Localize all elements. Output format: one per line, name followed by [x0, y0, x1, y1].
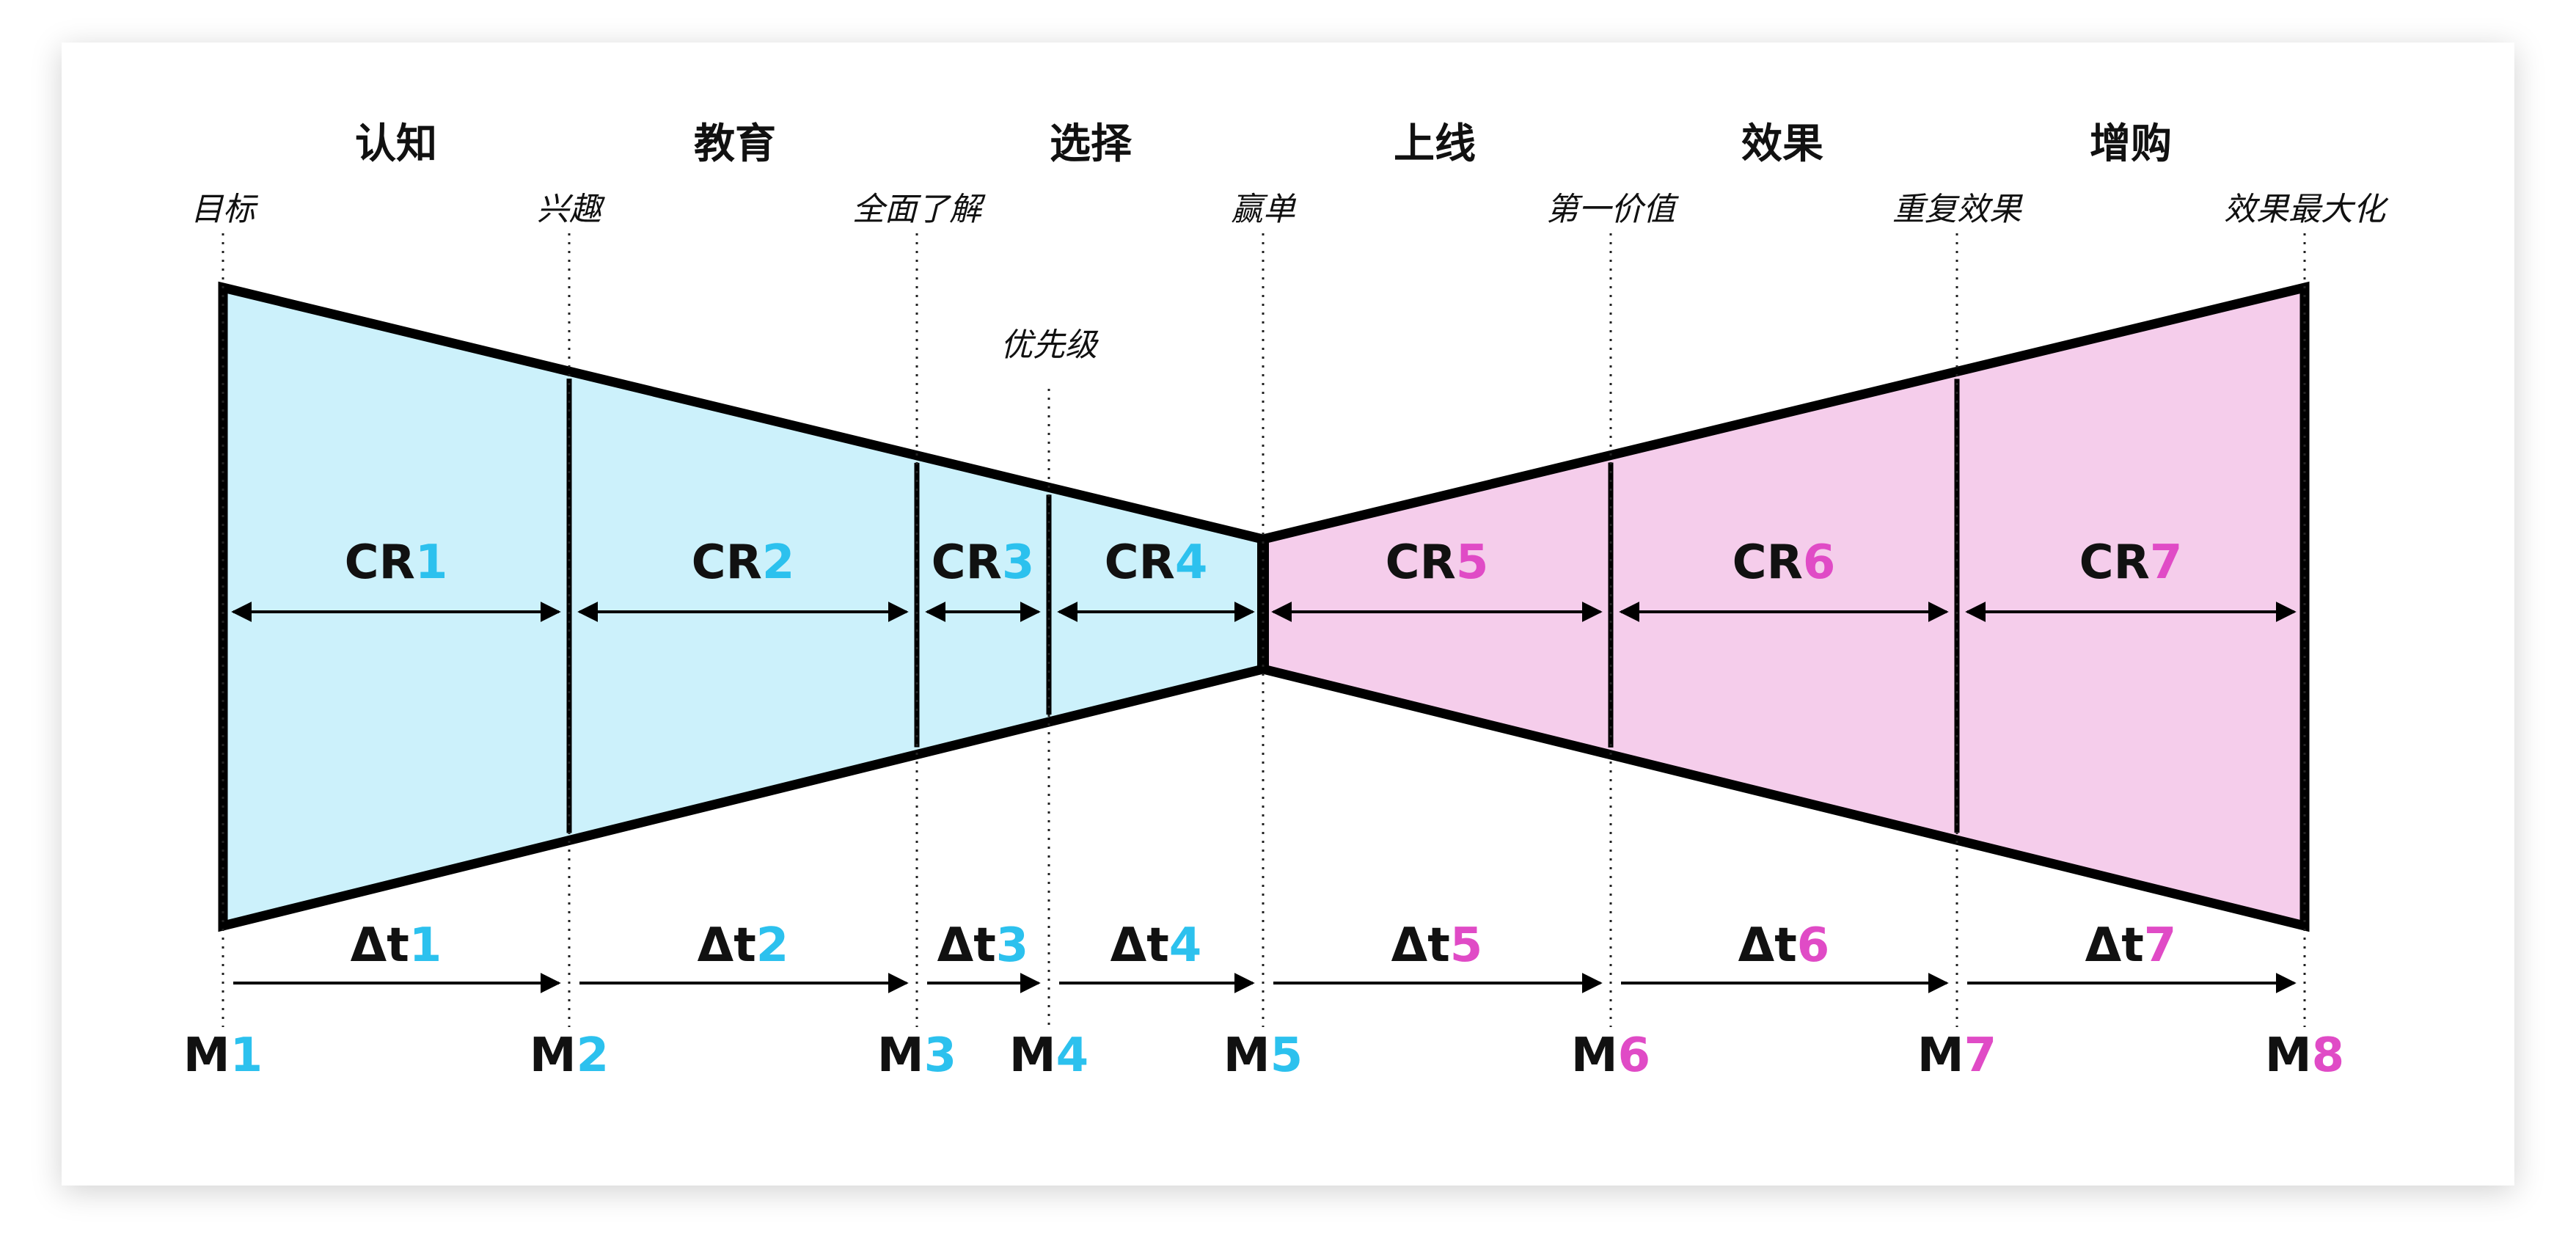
milestone-m-label: M2: [530, 1029, 609, 1083]
stage-label: 认知: [355, 120, 437, 168]
dt-prefix: Δt: [1391, 918, 1450, 973]
dt-label: Δt2: [698, 918, 789, 973]
cr-label: CR1: [345, 536, 448, 590]
stage-label: 上线: [1394, 120, 1476, 168]
dt-label: Δt6: [1738, 918, 1830, 973]
milestone-m-number: 6: [1618, 1029, 1651, 1083]
cr-prefix: CR: [1386, 536, 1456, 590]
dt-prefix: Δt: [1110, 918, 1169, 973]
stage-label: 选择: [1050, 120, 1133, 168]
milestone-m-prefix: M: [183, 1029, 230, 1083]
milestone-m-prefix: M: [877, 1029, 924, 1083]
milestone-label: 全面了解: [852, 191, 986, 228]
milestone-label: 第一价值: [1546, 191, 1679, 228]
cr-number: 7: [2150, 536, 2183, 590]
milestone-m-label: M6: [1571, 1029, 1650, 1083]
cr-prefix: CR: [692, 536, 762, 590]
milestone-label: 兴趣: [537, 191, 605, 228]
cr-number: 6: [1803, 536, 1836, 590]
cr-prefix: CR: [1732, 536, 1803, 590]
milestone-m-prefix: M: [530, 1029, 577, 1083]
milestone-m-prefix: M: [1917, 1029, 1964, 1083]
cr-prefix: CR: [932, 536, 1002, 590]
cr-label: CR2: [692, 536, 795, 590]
milestone-m-number: 8: [2312, 1029, 2345, 1083]
dt-number: 1: [409, 918, 442, 973]
milestone-m-number: 2: [577, 1029, 610, 1083]
dt-number: 4: [1169, 918, 1202, 973]
dt-label: Δt1: [351, 918, 442, 973]
milestone-label: 重复效果: [1892, 191, 2024, 228]
priority-label: 优先级: [1000, 326, 1099, 364]
stage-label: 效果: [1741, 120, 1823, 168]
milestone-m-number: 1: [230, 1029, 263, 1083]
left-funnel: [218, 281, 1268, 932]
milestone-m-number: 7: [1964, 1029, 1997, 1083]
milestone-m-number: 5: [1270, 1029, 1303, 1083]
cr-label: CR4: [1105, 536, 1208, 590]
milestone-m-prefix: M: [1223, 1029, 1270, 1083]
cr-label: CR3: [932, 536, 1035, 590]
dt-label: Δt7: [2085, 918, 2177, 973]
milestone-m-label: M7: [1917, 1029, 1997, 1083]
cr-number: 1: [415, 536, 448, 590]
dt-label: Δt3: [937, 918, 1029, 973]
dt-label: Δt5: [1391, 918, 1483, 973]
milestone-m-label: M1: [183, 1029, 263, 1083]
dt-prefix: Δt: [937, 918, 996, 973]
milestone-label: 效果最大化: [2224, 191, 2389, 228]
stage-label: 教育: [694, 120, 776, 168]
milestone-m-label: M8: [2265, 1029, 2344, 1083]
cr-prefix: CR: [2079, 536, 2150, 590]
cr-label: CR6: [1732, 536, 1836, 590]
dt-number: 2: [756, 918, 789, 973]
cr-number: 4: [1175, 536, 1208, 590]
dt-prefix: Δt: [1738, 918, 1797, 973]
milestone-label: 目标: [191, 191, 259, 228]
milestone-m-prefix: M: [1571, 1029, 1618, 1083]
milestone-label: 赢单: [1231, 191, 1297, 228]
dt-prefix: Δt: [351, 918, 409, 973]
dt-number: 7: [2144, 918, 2177, 973]
stage-label: 增购: [2090, 120, 2172, 168]
milestone-m-label: M4: [1009, 1029, 1088, 1083]
cr-number: 3: [1002, 536, 1035, 590]
milestone-m-number: 4: [1056, 1029, 1089, 1083]
cr-number: 2: [762, 536, 795, 590]
dt-number: 5: [1450, 918, 1483, 973]
diagram-card: 认知 教育 选择 上线 效果 增购目标 兴趣 全面了解 赢单 第一价值 重复效果 效果最大化优先级 CR…: [62, 43, 2514, 1186]
cr-number: 5: [1456, 536, 1489, 590]
dt-prefix: Δt: [2085, 918, 2144, 973]
milestone-m-label: M3: [877, 1029, 956, 1083]
dt-label: Δt4: [1110, 918, 1202, 973]
dt-number: 6: [1797, 918, 1830, 973]
cr-label: CR5: [1386, 536, 1489, 590]
dt-prefix: Δt: [698, 918, 756, 973]
milestone-m-number: 3: [924, 1029, 957, 1083]
milestone-m-prefix: M: [2265, 1029, 2312, 1083]
cr-label: CR7: [2079, 536, 2183, 590]
cr-prefix: CR: [345, 536, 415, 590]
milestone-m-label: M5: [1223, 1029, 1303, 1083]
milestone-m-prefix: M: [1009, 1029, 1056, 1083]
cr-prefix: CR: [1105, 536, 1175, 590]
dt-number: 3: [996, 918, 1029, 973]
right-funnel: [1258, 281, 2310, 932]
